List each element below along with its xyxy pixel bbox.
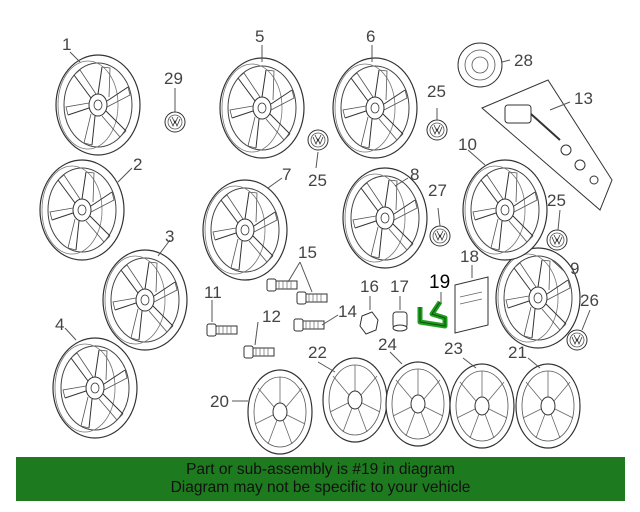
bolt-15a bbox=[266, 278, 298, 292]
tpms-sensor-kit-13 bbox=[481, 79, 613, 211]
emblem-26 bbox=[566, 329, 588, 351]
hubcap-21 bbox=[515, 363, 581, 449]
callout-9: 9 bbox=[570, 259, 579, 278]
wheel-6 bbox=[332, 57, 418, 159]
callout-27: 27 bbox=[428, 181, 447, 200]
callout-26: 26 bbox=[580, 291, 599, 310]
wheel-3 bbox=[102, 249, 188, 351]
callout-19: 19 bbox=[429, 272, 450, 293]
bolt-15b bbox=[296, 291, 328, 305]
callout-24: 24 bbox=[378, 335, 397, 354]
callout-18: 18 bbox=[460, 247, 479, 266]
callout-7: 7 bbox=[282, 165, 291, 184]
banner-line-part: Part or sub-assembly is #19 in diagram bbox=[186, 461, 455, 478]
wheel-5 bbox=[219, 57, 305, 159]
hubcap-20 bbox=[247, 369, 313, 455]
callout-20: 20 bbox=[210, 392, 229, 411]
callout-6: 6 bbox=[366, 27, 375, 46]
callout-25-left: 25 bbox=[308, 171, 327, 190]
wheel-1 bbox=[55, 54, 141, 156]
callout-28: 28 bbox=[514, 51, 533, 70]
callout-5: 5 bbox=[255, 27, 264, 46]
banner-line-disclaimer: Diagram may not be specific to your vehi… bbox=[170, 479, 471, 496]
callout-10: 10 bbox=[458, 135, 477, 154]
callout-13: 13 bbox=[574, 89, 593, 108]
tool-kit-18 bbox=[454, 276, 489, 334]
wheel-2 bbox=[39, 159, 125, 261]
callout-12: 12 bbox=[262, 307, 281, 326]
wheel-10 bbox=[462, 159, 548, 261]
callout-3: 3 bbox=[165, 227, 174, 246]
callout-17: 17 bbox=[390, 277, 409, 296]
callout-23: 23 bbox=[444, 339, 463, 358]
emblem-25a bbox=[307, 129, 329, 151]
callout-22: 22 bbox=[308, 343, 327, 362]
hubcap-23 bbox=[449, 363, 515, 449]
callout-15: 15 bbox=[298, 243, 317, 262]
callout-16: 16 bbox=[360, 277, 379, 296]
callout-labels: 1 2 3 4 5 6 7 8 9 10 11 12 13 14 15 16 1… bbox=[55, 27, 599, 411]
emblem-25c bbox=[546, 229, 568, 251]
bolt-11 bbox=[206, 323, 238, 337]
callout-1: 1 bbox=[62, 35, 71, 54]
lug-cap-16 bbox=[359, 311, 379, 335]
wheel-cover-28 bbox=[457, 42, 503, 88]
callout-2: 2 bbox=[133, 155, 142, 174]
leader-lines bbox=[64, 45, 591, 402]
callout-11: 11 bbox=[204, 283, 222, 302]
valve-12 bbox=[243, 345, 275, 359]
emblem-27 bbox=[429, 225, 451, 247]
callout-25-middle: 25 bbox=[427, 82, 446, 101]
emblem-25b bbox=[426, 119, 448, 141]
callout-25-right: 25 bbox=[547, 191, 566, 210]
callout-29: 29 bbox=[164, 69, 183, 88]
callout-8: 8 bbox=[410, 165, 419, 184]
bolt-14 bbox=[293, 318, 325, 332]
wheel-7 bbox=[202, 179, 288, 281]
highlighted-part-19 bbox=[417, 300, 448, 329]
wheel-4 bbox=[52, 337, 138, 439]
lug-cap-17 bbox=[392, 311, 408, 332]
hubcap-24 bbox=[385, 361, 451, 447]
wheel-9 bbox=[495, 247, 581, 349]
part-notice-banner: Part or sub-assembly is #19 in diagram D… bbox=[16, 457, 625, 501]
callout-21: 21 bbox=[508, 343, 527, 362]
wheel-parts-diagram: 1 2 3 4 5 6 7 8 9 10 11 12 13 14 15 16 1… bbox=[39, 27, 613, 455]
callout-14: 14 bbox=[338, 302, 357, 321]
callout-4: 4 bbox=[55, 315, 64, 334]
emblem-29 bbox=[164, 111, 186, 133]
